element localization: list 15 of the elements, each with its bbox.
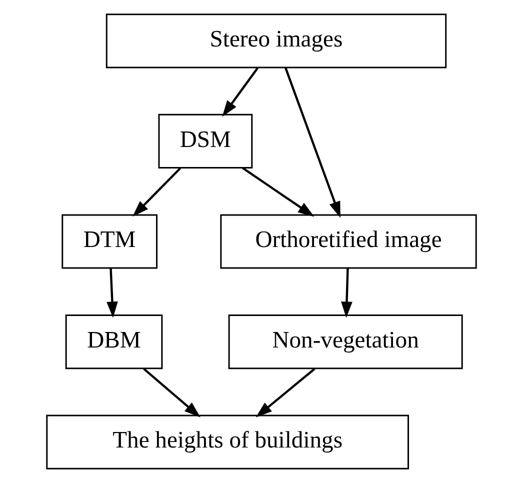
node-box: DSM	[158, 114, 252, 168]
node-box: The heights of buildings	[46, 414, 408, 470]
arrow	[222, 67, 258, 117]
arrow	[106, 268, 118, 318]
node-box: DBM	[64, 314, 162, 370]
arrow	[142, 368, 200, 418]
arrow	[284, 67, 340, 218]
node-box: Stereo images	[105, 14, 446, 68]
node-box: Orthoretified image	[220, 214, 476, 269]
arrow	[132, 167, 181, 217]
arrow	[255, 368, 315, 418]
node-box: Non-vegetation	[228, 314, 462, 370]
node-box: DTM	[61, 214, 158, 269]
arrow	[340, 268, 352, 318]
arrow	[242, 167, 314, 217]
